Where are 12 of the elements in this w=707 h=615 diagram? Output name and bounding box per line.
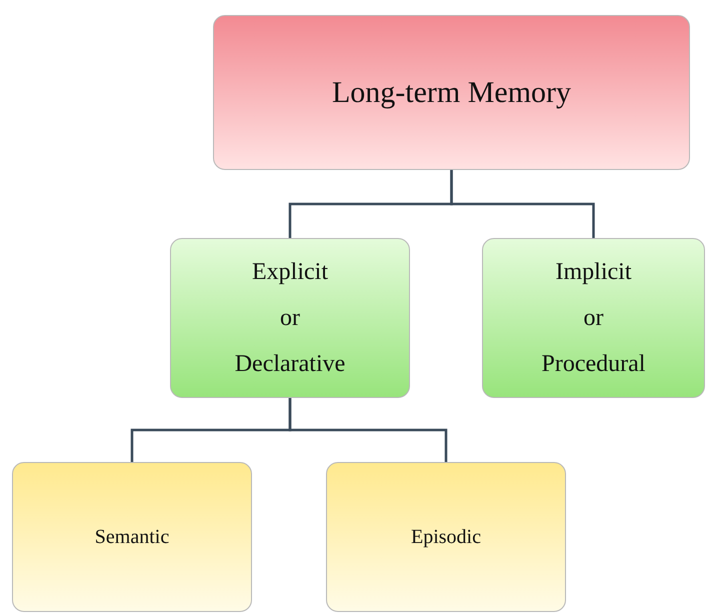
node-label: Long-term Memory: [332, 74, 572, 110]
connector-line: [288, 398, 448, 462]
node-label: Implicit or Procedural: [540, 258, 646, 379]
category-box: [170, 238, 410, 398]
node-label: Semantic: [94, 525, 170, 550]
connector-line: [450, 170, 595, 238]
node-label: Episodic: [410, 525, 482, 550]
subcategory-box: [12, 462, 252, 612]
memory-box: [213, 15, 690, 170]
category-box: [482, 238, 705, 398]
node-label: Explicit or Declarative: [234, 258, 346, 379]
subcategory-box: [326, 462, 566, 612]
